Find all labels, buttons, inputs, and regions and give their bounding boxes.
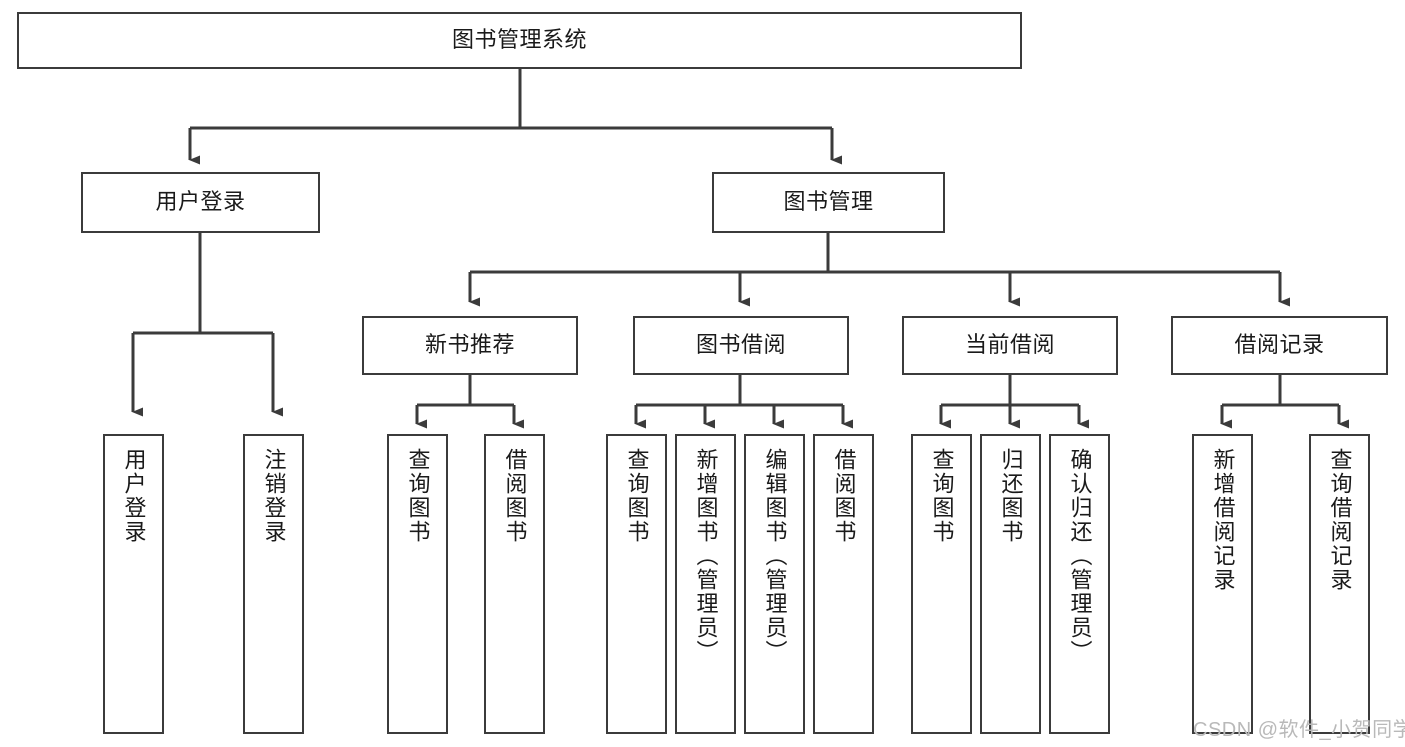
node-book-borrow-label: 图书借阅 <box>695 332 786 358</box>
node-book-borrow[interactable]: 图书借阅 <box>633 316 849 375</box>
leaf-borrow-1-label: 新增图书（管理员） <box>693 448 719 664</box>
leaf-user-login-0[interactable]: 用户登录 <box>103 434 164 734</box>
node-book-manage[interactable]: 图书管理 <box>712 172 945 233</box>
node-new-book-recommend-label: 新书推荐 <box>424 332 515 358</box>
leaf-record-1[interactable]: 查询借阅记录 <box>1309 434 1370 734</box>
node-current-borrow[interactable]: 当前借阅 <box>902 316 1118 375</box>
leaf-user-login-1-label: 注销登录 <box>261 448 287 544</box>
node-new-book-recommend[interactable]: 新书推荐 <box>362 316 578 375</box>
node-borrow-record-label: 借阅记录 <box>1234 332 1325 358</box>
leaf-current-1[interactable]: 归还图书 <box>980 434 1041 734</box>
leaf-borrow-1[interactable]: 新增图书（管理员） <box>675 434 736 734</box>
leaf-borrow-2-label: 编辑图书（管理员） <box>762 448 788 664</box>
leaf-user-login-1[interactable]: 注销登录 <box>243 434 304 734</box>
leaf-borrow-0-label: 查询图书 <box>624 448 650 544</box>
leaf-current-0[interactable]: 查询图书 <box>911 434 972 734</box>
node-book-manage-label: 图书管理 <box>783 189 874 215</box>
node-user-login[interactable]: 用户登录 <box>81 172 320 233</box>
leaf-new-book-1-label: 借阅图书 <box>502 448 528 544</box>
leaf-current-0-label: 查询图书 <box>929 448 955 544</box>
leaf-borrow-3[interactable]: 借阅图书 <box>813 434 874 734</box>
leaf-current-2-label: 确认归还（管理员） <box>1067 448 1093 664</box>
node-borrow-record[interactable]: 借阅记录 <box>1171 316 1388 375</box>
leaf-current-1-label: 归还图书 <box>998 448 1024 544</box>
leaf-current-2[interactable]: 确认归还（管理员） <box>1049 434 1110 734</box>
leaf-new-book-0[interactable]: 查询图书 <box>387 434 448 734</box>
leaf-user-login-0-label: 用户登录 <box>121 448 147 544</box>
leaf-record-1-label: 查询借阅记录 <box>1327 448 1353 592</box>
node-user-login-label: 用户登录 <box>155 189 246 215</box>
leaf-borrow-3-label: 借阅图书 <box>831 448 857 544</box>
leaf-new-book-1[interactable]: 借阅图书 <box>484 434 545 734</box>
leaf-record-0-label: 新增借阅记录 <box>1210 448 1236 592</box>
node-root[interactable]: 图书管理系统 <box>17 12 1022 69</box>
leaf-record-0[interactable]: 新增借阅记录 <box>1192 434 1253 734</box>
node-root-label: 图书管理系统 <box>451 27 587 53</box>
node-current-borrow-label: 当前借阅 <box>964 332 1055 358</box>
leaf-new-book-0-label: 查询图书 <box>405 448 431 544</box>
leaf-borrow-2[interactable]: 编辑图书（管理员） <box>744 434 805 734</box>
leaf-borrow-0[interactable]: 查询图书 <box>606 434 667 734</box>
